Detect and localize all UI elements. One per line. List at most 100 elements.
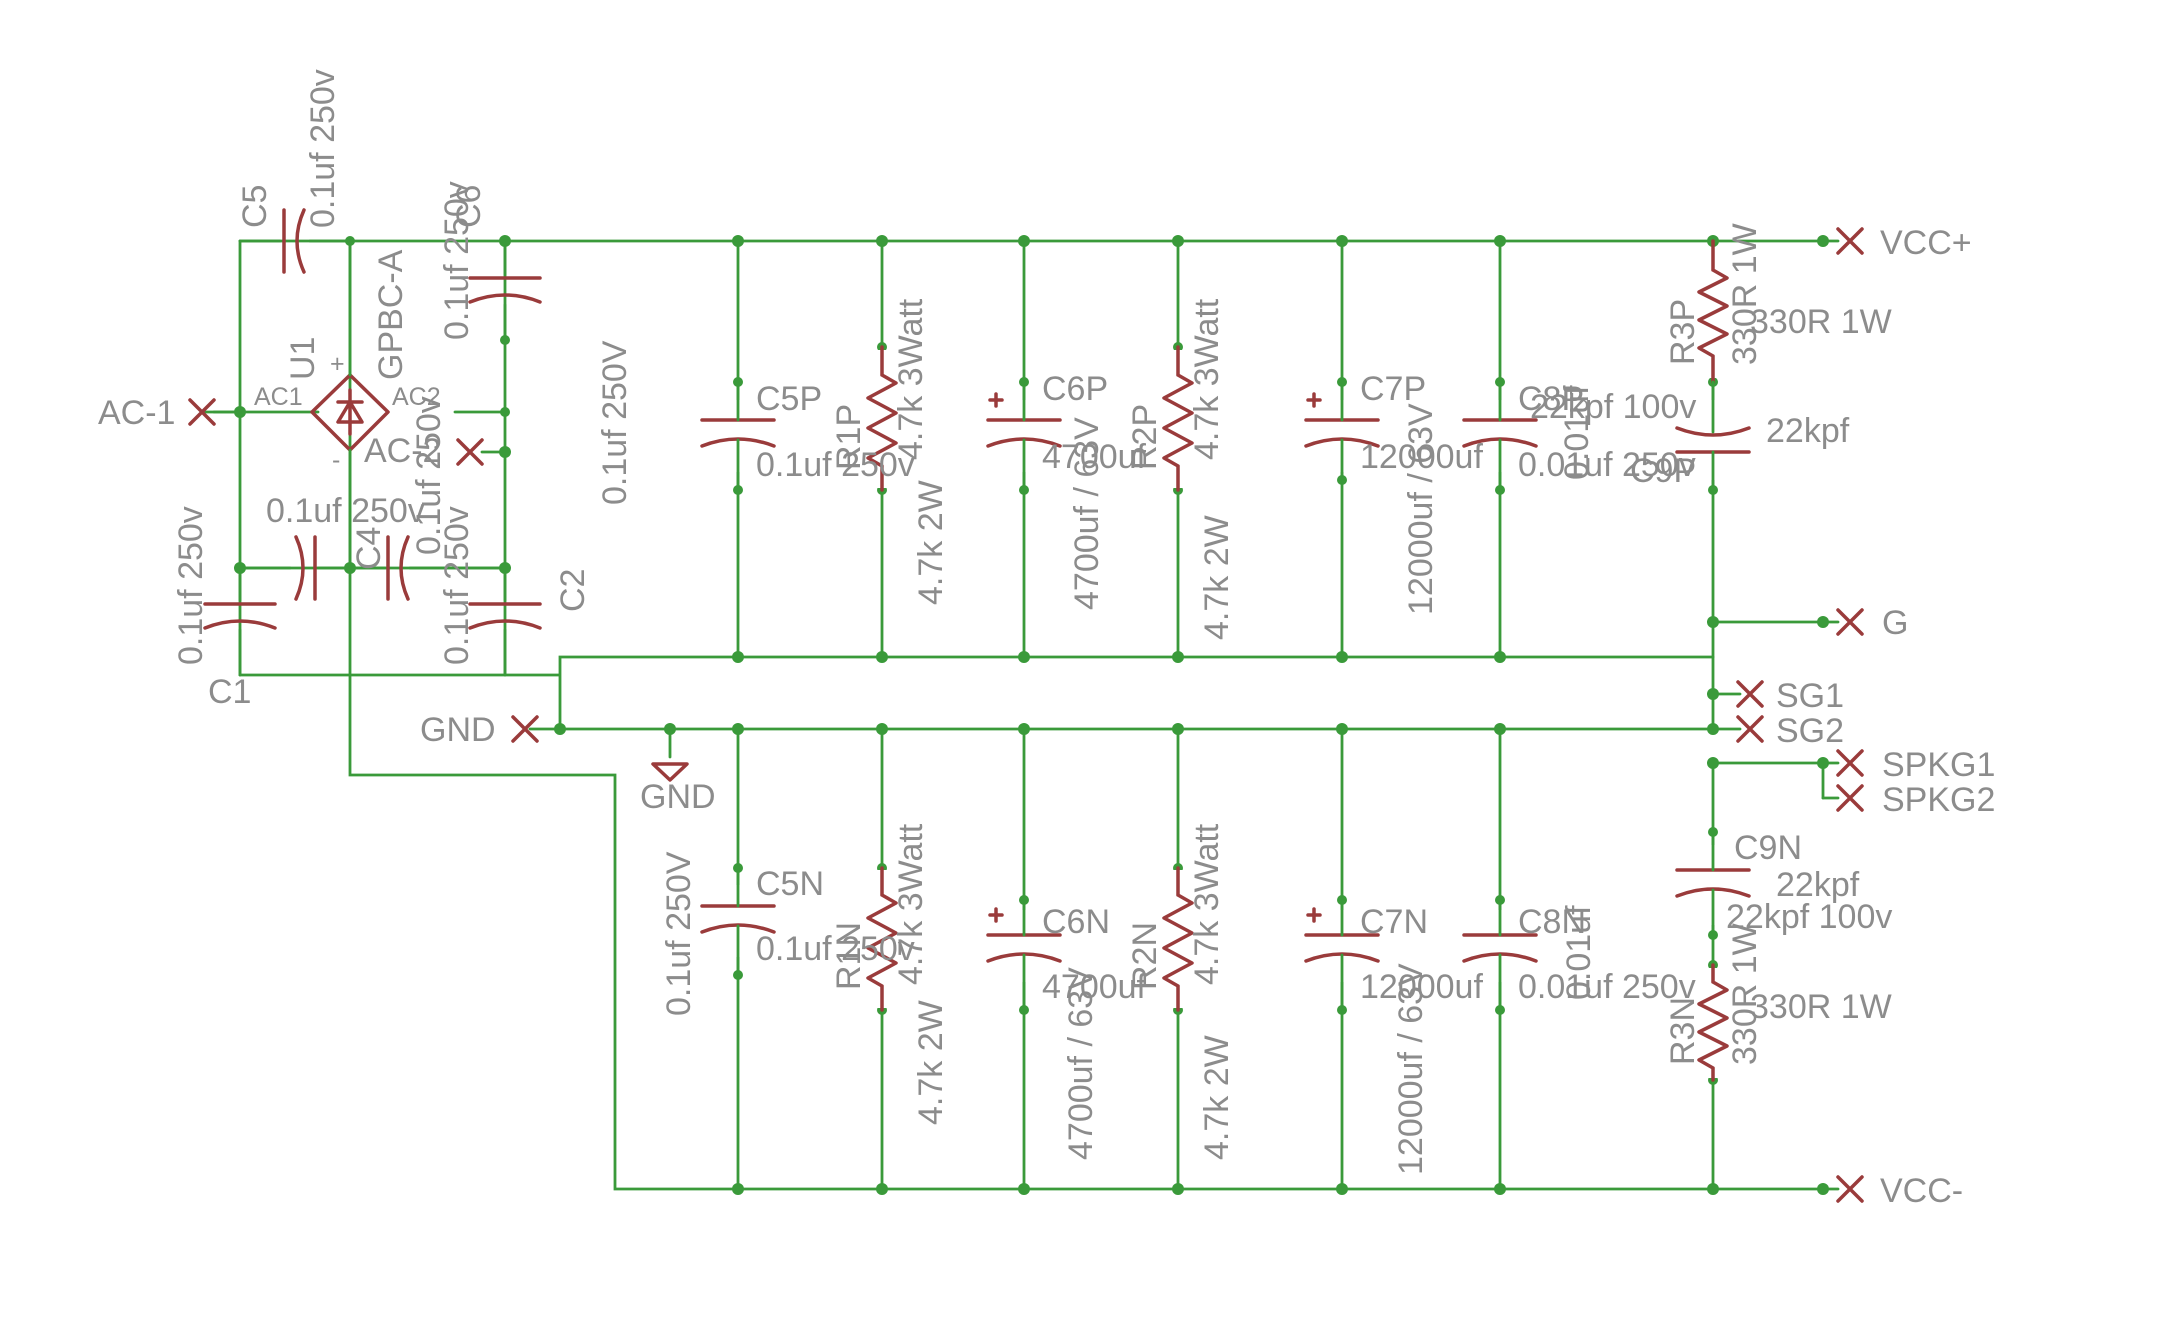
junction-dot: [1494, 651, 1506, 663]
r3p-value-vert: 330R 1W: [1726, 223, 1764, 365]
r2n-value: 4.7k 3Watt: [1188, 823, 1226, 985]
c5p-value: 0.1uf 250v: [756, 446, 915, 484]
c8p-value2: 0.01uf: [1558, 385, 1596, 480]
c5n-name: C5N: [756, 865, 824, 903]
junction-dot: [1018, 235, 1030, 247]
c8p-name: C8P: [1518, 380, 1584, 418]
capacitor-c9p: [1675, 380, 1751, 492]
c6n-plus: [988, 907, 1004, 923]
junction-dot: [1018, 723, 1030, 735]
capacitor-c6p: [986, 380, 1062, 492]
junction-dot: [876, 1183, 888, 1195]
port-label-ac1: AC-1: [98, 394, 175, 432]
port-label-sg1: SG1: [1776, 677, 1844, 715]
wire-port-stubs: [212, 239, 1840, 1191]
capacitor-c4: [348, 535, 507, 601]
junction-dot: [732, 651, 744, 663]
junction-dot: [1018, 651, 1030, 663]
c2-name: C2: [554, 569, 592, 612]
capacitor-c7p: [1304, 380, 1380, 482]
r2p-zigzag: [1162, 345, 1194, 492]
port-markers: [188, 227, 1864, 1203]
capacitor-c7n: [1304, 898, 1380, 1012]
junction-dot: [732, 1183, 744, 1195]
c7n-value2: 12000uf / 63V: [1392, 963, 1430, 1175]
capacitor-c8p: [1462, 380, 1538, 492]
c8n-value2: 0.01uf: [1560, 905, 1598, 1000]
c4-name: C4: [350, 527, 388, 570]
capacitor-c5: [238, 208, 352, 274]
bridge-pin-plus: +: [330, 350, 345, 378]
r3n-zigzag: [1697, 963, 1729, 1082]
junction-dot: [1172, 235, 1184, 247]
port-x-sg1: [1736, 680, 1764, 708]
c6-name: C6: [450, 185, 488, 228]
junction-dot: [732, 235, 744, 247]
c7n-name: C7N: [1360, 903, 1428, 941]
r1n-zigzag: [866, 866, 898, 1012]
junction-dot: [732, 723, 744, 735]
c1-value: 0.1uf 250v: [172, 506, 210, 665]
r1p-value2: 4.7k 2W: [912, 480, 950, 605]
c8n-name: C8N: [1518, 903, 1586, 941]
r3n-name: R3N: [1664, 997, 1702, 1065]
r1n-value: 4.7k 3Watt: [892, 823, 930, 985]
c6n-value: 4700uf: [1042, 968, 1147, 1006]
c9p-value2: 22kpf 100v: [1530, 388, 1696, 426]
r1p-name: R1P: [830, 404, 868, 470]
junction-dot: [664, 723, 676, 735]
c2-curve: [468, 619, 542, 630]
c5n-value: 0.1uf 250v: [756, 930, 915, 968]
wire-ground-return: [238, 655, 1715, 731]
r3n-value-vert: 330R 1W: [1726, 923, 1764, 1065]
c6n-name: C6N: [1042, 903, 1110, 941]
c3-curve: [294, 535, 305, 601]
port-label-sg2: SG2: [1776, 712, 1844, 750]
port-label-vccn: VCC-: [1880, 1172, 1963, 1210]
labels: AC-1 AC-2 GND GND VCC+ VCC- G SG1 SG2 SP…: [98, 69, 1995, 1210]
r1p-value: 4.7k 3Watt: [892, 298, 930, 460]
resistor-r3n: [1697, 963, 1729, 1082]
c9p-name: C9P: [1630, 452, 1696, 490]
label-250v-top: 0.1uf 250V: [596, 340, 634, 505]
capacitor-c5n: [700, 866, 776, 977]
c6-curve: [468, 293, 542, 304]
junction-dot: [1172, 1183, 1184, 1195]
r2p-name: R2P: [1126, 404, 1164, 470]
bridge-pin-ac2: AC2: [392, 383, 441, 411]
ground-symbol: [651, 762, 689, 782]
junction-dot: [876, 235, 888, 247]
junction-dot: [1494, 723, 1506, 735]
bridge-pin-ac1: AC1: [254, 383, 303, 411]
resistor-r1n: [866, 866, 898, 1012]
c8p-value: 0.01uf 250v: [1518, 446, 1696, 484]
wire-gnd-port: [528, 727, 672, 759]
c5-name: C5: [236, 185, 274, 228]
junction-dot: [1336, 1183, 1348, 1195]
c4-curve: [399, 535, 410, 601]
junction-dot: [1707, 1183, 1719, 1195]
port-x-g: [1836, 608, 1864, 636]
capacitor-c9n: [1675, 830, 1751, 937]
junction-dot: [1336, 651, 1348, 663]
bridge-rectifier-u1: [310, 239, 390, 570]
c5p-name: C5P: [756, 380, 822, 418]
r2p-value: 4.7k 3Watt: [1188, 298, 1226, 460]
r1p-zigzag: [866, 345, 898, 492]
c6p-value: 4700uf: [1042, 438, 1147, 476]
c6n-value2: 4700uf / 63V: [1062, 967, 1100, 1160]
ground-triangle: [651, 762, 689, 782]
wire-right-ports: [1711, 620, 1825, 800]
bridge-diode: [336, 388, 364, 436]
pin-dot: [500, 407, 510, 417]
c1-name: C1: [208, 673, 251, 711]
port-x-sg2: [1736, 715, 1764, 743]
junction-dot: [554, 723, 566, 735]
c9p-value: 22kpf: [1766, 412, 1850, 450]
port-x-vccn: [1836, 1175, 1864, 1203]
r1n-name: R1N: [830, 922, 868, 990]
bridge-pin-minus: -: [332, 446, 340, 474]
junction-dot: [1494, 235, 1506, 247]
capacitor-c6n: [986, 898, 1062, 1012]
